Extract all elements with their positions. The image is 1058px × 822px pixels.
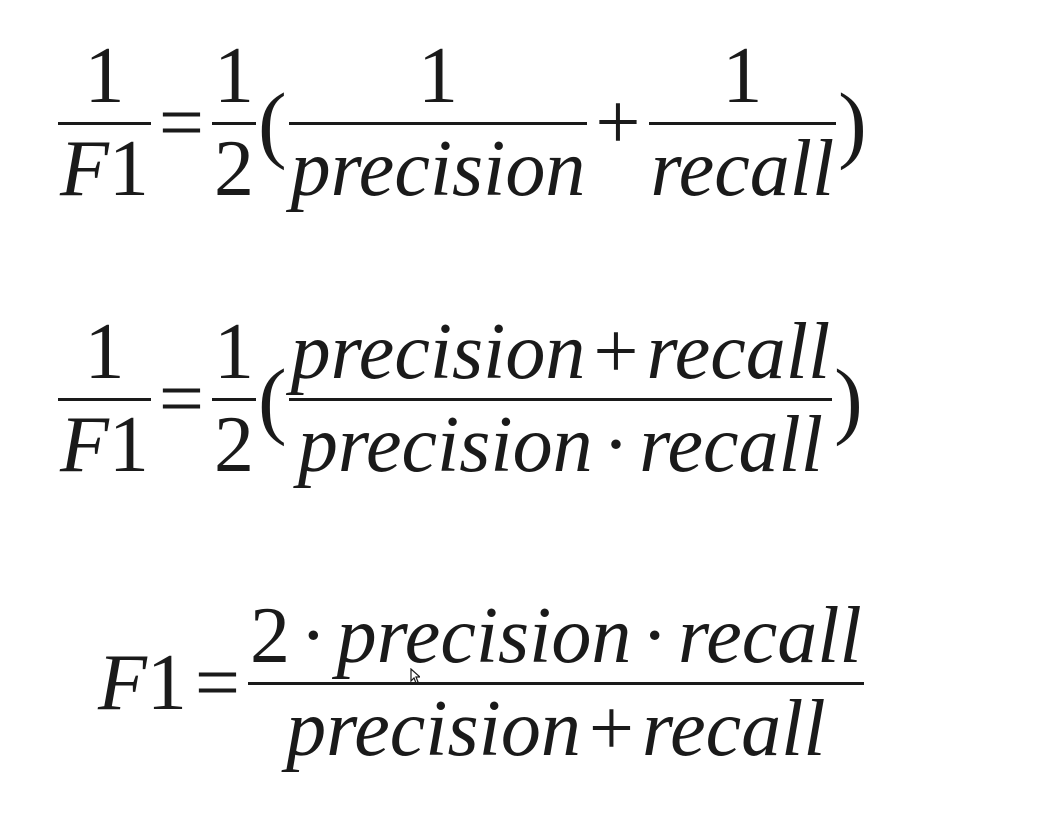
mouse-pointer-icon	[410, 668, 420, 684]
plus-sign: +	[595, 78, 641, 167]
equation-2: 1 F1 = 1 2 ( precision+recall precision·…	[58, 312, 865, 485]
f1-fraction: 2·precision·recall precision+recall	[248, 596, 864, 769]
precision-term: precision	[336, 592, 632, 680]
f1-lhs: F1	[98, 643, 187, 723]
precision-term: precision	[290, 308, 586, 396]
combined-fraction: precision+recall precision·recall	[288, 312, 833, 485]
term2-denominator: recall	[650, 125, 835, 213]
equals-sign: =	[158, 78, 204, 167]
term2-numerator: 1	[722, 32, 763, 120]
sum-denominator: precision+recall	[284, 685, 828, 769]
equation-1: 1 F1 = 1 2 ( 1 precision + 1 recall )	[58, 36, 869, 209]
plus-sign: +	[588, 685, 634, 773]
coefficient-fraction: 1 2	[212, 312, 256, 485]
f-variable: F	[60, 401, 109, 489]
f-subscript-one: 1	[108, 125, 149, 213]
recall-reciprocal: 1 recall	[648, 32, 837, 213]
plus-sign: +	[593, 308, 639, 396]
fraction-bar	[288, 398, 833, 401]
precision-term: precision	[297, 401, 593, 489]
product-numerator: 2·precision·recall	[248, 596, 864, 682]
fraction-bar	[288, 122, 588, 125]
recall-term: recall	[639, 401, 823, 489]
open-paren: (	[258, 74, 287, 171]
precision-term: precision	[286, 685, 581, 773]
lhs-fraction: 1 F1	[58, 312, 151, 485]
coefficient-numerator: 1	[214, 32, 254, 120]
fraction-bar	[58, 122, 151, 125]
precision-reciprocal: 1 precision	[288, 32, 588, 213]
multiplication-dot: ·	[300, 592, 327, 680]
f-variable: F	[98, 638, 147, 727]
fraction-bar	[212, 398, 256, 401]
coefficient-denominator: 2	[214, 401, 254, 489]
lhs-denominator: F1	[58, 401, 151, 485]
coefficient-numerator: 1	[214, 308, 254, 396]
lhs-numerator: 1	[84, 308, 125, 396]
product-denominator: precision·recall	[296, 401, 825, 485]
equation-3: F1 = 2·precision·recall precision+recall	[98, 596, 864, 769]
f-subscript-one: 1	[108, 401, 149, 489]
coefficient-fraction: 1 2	[212, 36, 256, 209]
sum-numerator: precision+recall	[289, 312, 833, 398]
close-paren: )	[838, 74, 867, 171]
recall-term: recall	[646, 308, 831, 396]
term1-denominator: precision	[290, 125, 586, 213]
recall-term: recall	[678, 592, 862, 680]
multiplication-dot: ·	[641, 592, 669, 680]
fraction-bar	[248, 682, 864, 685]
term1-numerator: 1	[418, 32, 459, 120]
fraction-bar	[648, 122, 837, 125]
equals-sign: =	[194, 638, 240, 727]
fraction-bar	[58, 398, 151, 401]
fraction-bar	[212, 122, 256, 125]
recall-term: recall	[641, 685, 826, 773]
lhs-denominator: F1	[58, 125, 151, 209]
f-variable: F	[60, 125, 109, 213]
coefficient-two: 2	[250, 592, 290, 680]
coefficient-denominator: 2	[214, 125, 254, 213]
open-paren: (	[258, 350, 287, 447]
close-paren: )	[834, 350, 863, 447]
equals-sign: =	[158, 354, 204, 443]
f-subscript-one: 1	[146, 638, 187, 727]
lhs-fraction: 1 F1	[58, 36, 151, 209]
multiplication-dot: ·	[602, 401, 630, 489]
lhs-numerator: 1	[84, 32, 125, 120]
